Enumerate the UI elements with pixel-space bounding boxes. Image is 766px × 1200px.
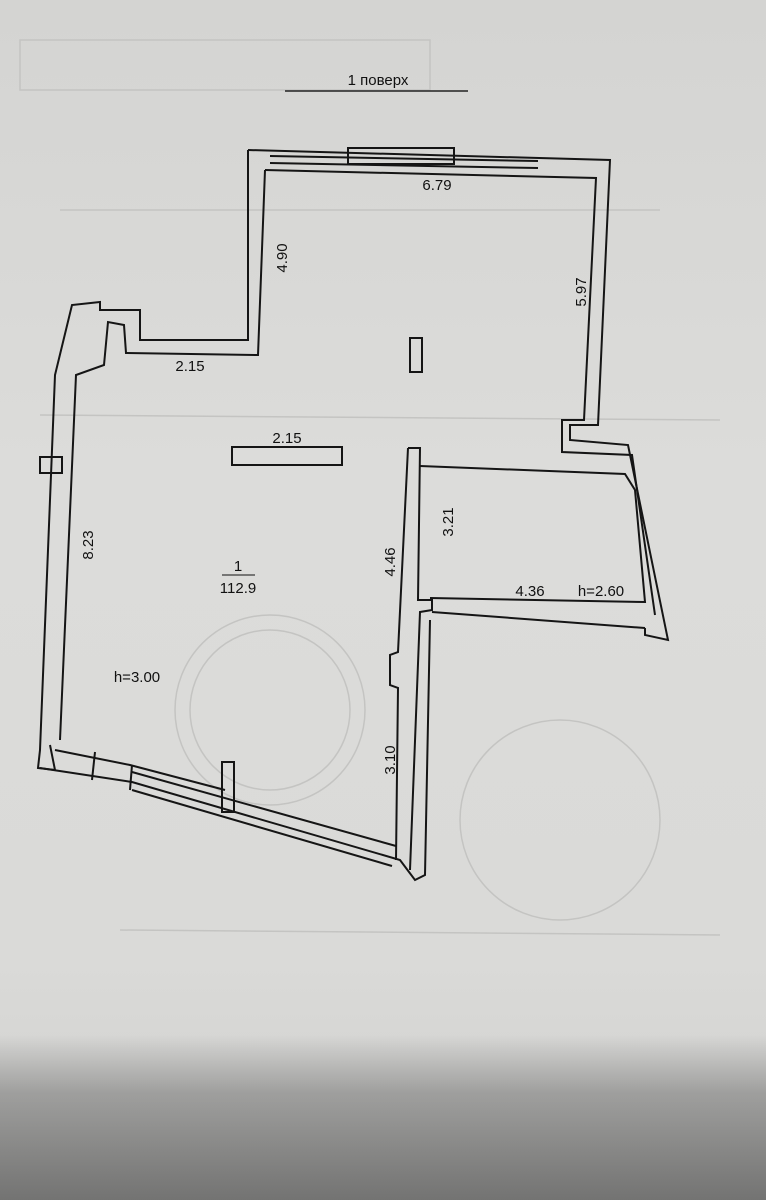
bottom-mullion-2: [129, 764, 133, 791]
bottom-wall-inner: [54, 749, 226, 791]
dim-top-width: 6.79: [422, 177, 451, 194]
notch-walls-inner: [59, 169, 266, 741]
interior-column: [409, 337, 423, 373]
top-window-frame: [347, 147, 455, 165]
top-wall-inner: [264, 169, 656, 616]
room-number: 1: [234, 558, 242, 575]
dim-center-wall: 4.46: [382, 547, 399, 576]
center-wall: [408, 447, 433, 871]
small-room-ceiling-height: h=2.60: [578, 583, 624, 600]
interior-partition: [231, 446, 343, 466]
photo-shadow: [0, 1035, 766, 1200]
small-room-top: [419, 465, 647, 604]
room-ceiling-height: h=3.00: [114, 669, 160, 686]
top-window-glass-1: [269, 155, 539, 162]
dim-notch-width: 2.15: [175, 358, 204, 375]
page-title: 1 поверх: [348, 72, 409, 89]
small-room-width: 4.36: [515, 583, 544, 600]
dim-notch-height: 4.90: [274, 243, 291, 272]
walls: [36, 147, 670, 882]
bottom-wall-outer: [39, 619, 431, 882]
dim-lower-corridor: 3.10: [382, 745, 399, 774]
center-wall-inner: [389, 447, 409, 861]
bottom-window-glass-2: [131, 789, 393, 867]
dim-interior-partition: 2.15: [272, 430, 301, 447]
small-room-bottom-wall: [431, 611, 646, 629]
dim-left-wall: 8.23: [80, 530, 97, 559]
bottom-pier: [221, 761, 235, 813]
bottom-window-glass-1: [131, 771, 397, 847]
faded-background-print: [19, 39, 721, 936]
left-wall-pier: [39, 456, 63, 474]
dim-right-upper: 5.97: [573, 277, 590, 306]
top-window-glass-2: [269, 162, 539, 169]
top-wall-outer: [247, 149, 670, 642]
dim-small-room-height: 3.21: [440, 507, 457, 536]
room-area: 112.9: [220, 580, 256, 597]
bottom-mullion: [91, 751, 96, 781]
